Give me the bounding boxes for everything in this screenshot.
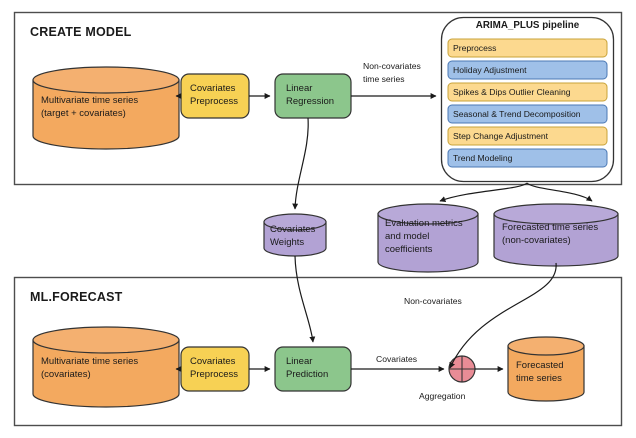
evaluation-metrics-label-line1: Evaluation metrics — [385, 218, 463, 229]
covariates-weights-label-line1: Covariates — [270, 224, 316, 235]
pipeline-step-holiday-adjustment: Holiday Adjustment — [453, 65, 527, 75]
covariates-weights-cylinder — [263, 213, 327, 257]
forecast-preprocess-label-line1: Covariates — [190, 356, 236, 367]
edge-forecasted-to-aggregation — [449, 262, 557, 369]
forecast-output-label-line1: Forecasted — [516, 360, 564, 371]
edge-pipeline-to-eval — [439, 182, 528, 202]
forecast-preprocess-label-line2: Preprocess — [190, 369, 239, 380]
pipeline-step-spikes-dips-outlier-cleaning: Spikes & Dips Outlier Cleaning — [453, 87, 571, 97]
pipeline-step-trend-modeling: Trend Modeling — [453, 153, 513, 163]
forecast-source-cylinder — [32, 326, 180, 408]
forecast-output-label-line2: time series — [516, 373, 562, 384]
forecasted-noncovariates-cylinder — [493, 203, 619, 267]
pipeline-step-shapes — [447, 38, 608, 168]
arima-pipeline-title: ARIMA_PLUS pipeline — [475, 20, 580, 31]
pipeline-step-step-change-adjustment: Step Change Adjustment — [453, 131, 549, 141]
aggregation-node — [448, 355, 476, 383]
ml-forecast-frame — [13, 276, 623, 427]
linear-regression-label-line2: Regression — [286, 96, 335, 107]
forecast-output-cylinder — [507, 336, 585, 402]
evaluation-metrics-cylinder — [377, 203, 479, 273]
evaluation-metrics-label-line2: and model — [385, 231, 430, 242]
create-preprocess-label-line1: Covariates — [190, 83, 236, 94]
noncovariates-edge-label-line1: Non-covariates — [363, 61, 421, 71]
create-source-label-line2: (target + covariates) — [41, 108, 126, 119]
evaluation-metrics-label-line3: coefficients — [385, 244, 433, 255]
edge-pipeline-to-forecasted — [526, 182, 593, 202]
linear-regression-label-line1: Linear — [286, 83, 313, 94]
create-model-title: CREATE MODEL — [30, 25, 132, 39]
ml-forecast-title: ML.FORECAST — [30, 290, 123, 304]
covariates-edge-label: Covariates — [376, 354, 418, 364]
pipeline-step-preprocess: Preprocess — [453, 43, 497, 53]
noncovariates-edge-label-line2: time series — [363, 74, 405, 84]
forecasted-noncovariates-label-line2: (non-covariates) — [502, 235, 571, 246]
aggregation-label: Aggregation — [419, 391, 466, 401]
forecasted-noncovariates-label-line1: Forecasted time series — [502, 222, 599, 233]
linear-prediction-label-line1: Linear — [286, 356, 313, 367]
create-preprocess-label-line2: Preprocess — [190, 96, 239, 107]
edges — [175, 93, 593, 372]
create-source-cylinder — [32, 66, 180, 150]
edge-regression-to-weights — [292, 117, 309, 210]
create-model-frame — [13, 11, 623, 186]
edge-weights-to-prediction — [294, 255, 316, 343]
noncovariates-forecast-edge-label: Non-covariates — [404, 296, 462, 306]
forecast-source-label-line1: Multivariate time series — [41, 356, 139, 367]
forecast-source-label-line2: (covariates) — [41, 369, 91, 380]
create-source-label-line1: Multivariate time series — [41, 95, 139, 106]
covariates-weights-label-line2: Weights — [270, 237, 305, 248]
pipeline-step-seasonal-trend-decomposition: Seasonal & Trend Decomposition — [453, 109, 581, 119]
linear-prediction-label-line2: Prediction — [286, 369, 329, 380]
